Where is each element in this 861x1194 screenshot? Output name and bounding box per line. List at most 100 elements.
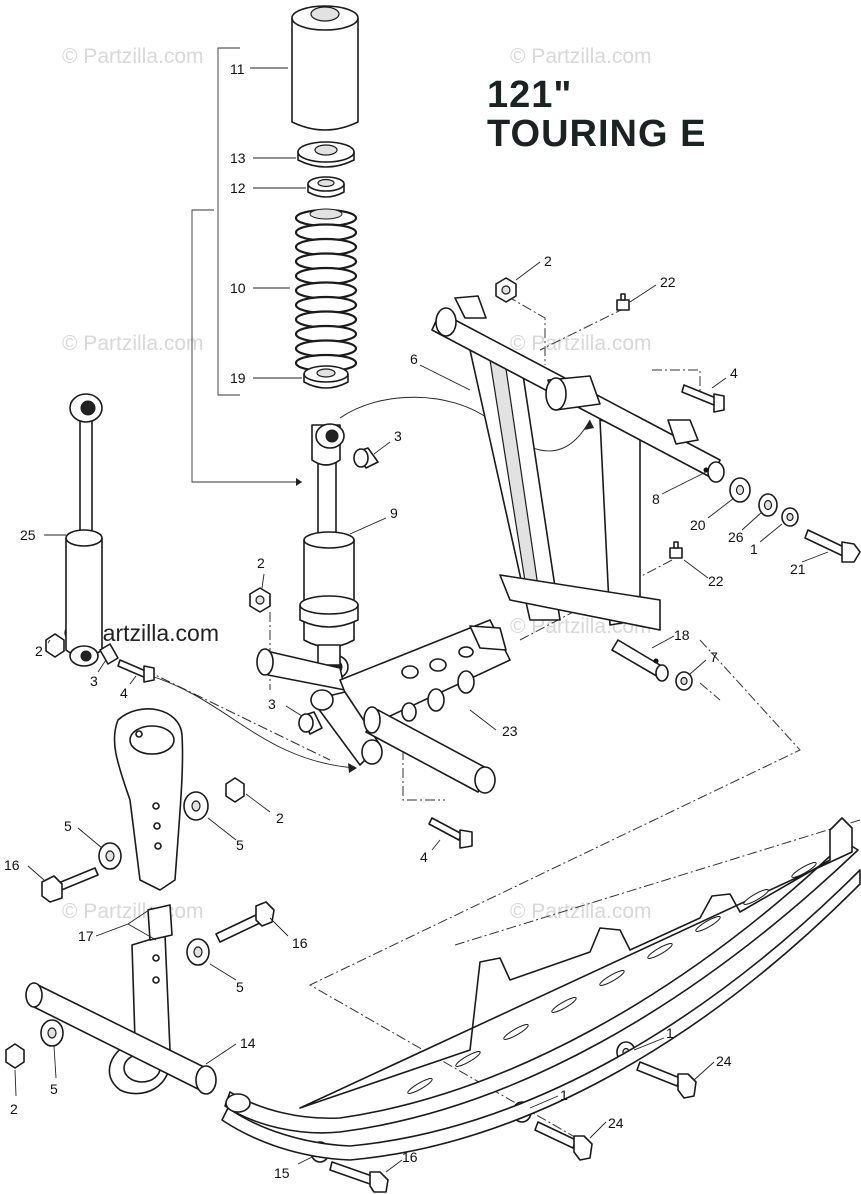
bolt-21	[804, 529, 861, 563]
callout-4b: 4	[420, 849, 428, 865]
callout-19: 19	[230, 370, 246, 386]
callout-17: 17	[78, 928, 94, 944]
callout-5c: 5	[236, 979, 244, 995]
callout-8: 8	[652, 491, 660, 507]
washer-5-d	[40, 1019, 64, 1047]
washer-1-upper	[781, 507, 799, 527]
spring-bore	[309, 208, 343, 220]
callout-23: 23	[502, 723, 518, 739]
bracket-lines	[191, 47, 302, 486]
callout-24a: 24	[716, 1053, 732, 1069]
watermark: © Partzilla.com	[510, 45, 652, 68]
callout-13: 13	[230, 150, 246, 166]
rail-slot	[503, 1024, 529, 1040]
callout-24b: 24	[608, 1115, 624, 1131]
rear-shock-25	[65, 393, 103, 667]
rail-slot	[551, 997, 577, 1013]
rear-arm-23	[256, 619, 511, 794]
callout-26: 26	[728, 529, 744, 545]
rail-slot	[743, 889, 769, 905]
bolt-24-b	[534, 1121, 593, 1161]
callout-5b: 5	[236, 837, 244, 853]
bolt-4-upper	[681, 384, 725, 413]
grease-fitting-22-mid	[669, 541, 683, 559]
callout-16b: 16	[292, 935, 308, 951]
bolt-4-rear	[117, 659, 155, 683]
callout-3c: 3	[268, 696, 276, 712]
callout-16c: 16	[402, 1149, 418, 1165]
callout-1a: 1	[750, 541, 758, 557]
nut-2-rear	[45, 633, 65, 658]
rail-slot	[791, 862, 817, 878]
arrow-curve-lower	[147, 674, 356, 769]
callout-3b: 3	[90, 673, 98, 689]
link-17-upper	[113, 708, 184, 891]
bushing-3-lower	[298, 711, 323, 735]
callout-2b: 2	[35, 643, 43, 659]
grease-fitting-22-top	[616, 293, 630, 311]
cross-shaft-14	[25, 982, 217, 1095]
callout-5a: 5	[64, 818, 72, 834]
callout-25: 25	[20, 527, 36, 543]
callout-6: 6	[410, 351, 418, 367]
callout-21: 21	[790, 561, 806, 577]
callout-2a: 2	[257, 555, 265, 571]
bushing-3-upper	[353, 447, 379, 469]
callout-2c: 2	[544, 253, 552, 269]
bolt-24-a	[636, 1061, 697, 1099]
diagram-title-line1: 121"	[487, 74, 573, 116]
center-shock-9	[299, 423, 359, 680]
callout-5d: 5	[50, 1081, 58, 1097]
callout-20: 20	[690, 517, 706, 533]
callout-7: 7	[710, 649, 718, 665]
bolt-16-a	[41, 867, 99, 903]
washer-5-a	[183, 791, 209, 821]
front-arm-6	[431, 295, 725, 631]
callout-4a: 4	[120, 685, 128, 701]
callout-2e: 2	[10, 1101, 18, 1117]
coil-spring-10	[294, 208, 358, 373]
callout-12: 12	[230, 180, 246, 196]
callout-3a: 3	[394, 428, 402, 444]
rail-slot	[407, 1078, 433, 1094]
rail-slot	[599, 970, 625, 986]
washer-5-c	[186, 938, 210, 966]
callout-1c: 1	[560, 1087, 568, 1103]
washer-26	[758, 493, 778, 517]
callout-18: 18	[674, 627, 690, 643]
callout-22a: 22	[660, 274, 676, 290]
slide-rail	[221, 817, 861, 1161]
washer-20	[729, 477, 751, 503]
rail-slot	[455, 1051, 481, 1067]
callout-16a: 16	[4, 857, 20, 873]
callout-22b: 22	[708, 573, 724, 589]
callout-1b: 1	[666, 1025, 674, 1041]
callout-15: 15	[274, 1165, 290, 1181]
nut-2-center	[249, 587, 271, 613]
callout-10: 10	[230, 280, 246, 296]
nut-2-link	[225, 777, 245, 803]
bolt-4-lower	[428, 817, 473, 849]
watermark: © Partzilla.com	[62, 332, 204, 355]
callout-9: 9	[390, 505, 398, 521]
callout-2d: 2	[276, 810, 284, 826]
rail-slot	[647, 943, 673, 959]
pin-18	[611, 639, 669, 682]
shock-boot-11	[291, 5, 359, 131]
washer-5-b	[98, 842, 122, 870]
callout-11: 11	[230, 61, 245, 77]
bolt-16-c	[329, 1161, 389, 1193]
watermark: © Partzilla.com	[62, 45, 204, 68]
collar-12	[307, 176, 345, 198]
spring-seat-13	[297, 141, 355, 168]
lower-seat-19	[303, 365, 349, 389]
callout-labels: 1113121019392522343234222648202612122187…	[4, 61, 806, 1181]
washer-7	[675, 671, 693, 691]
callout-4c: 4	[730, 365, 738, 381]
rail-slot	[695, 916, 721, 932]
diagram-title-line2: TOURING E	[487, 113, 707, 155]
nut-2-shaft	[5, 1043, 25, 1069]
callout-14: 14	[240, 1035, 256, 1051]
bolt-16-b	[215, 901, 275, 943]
